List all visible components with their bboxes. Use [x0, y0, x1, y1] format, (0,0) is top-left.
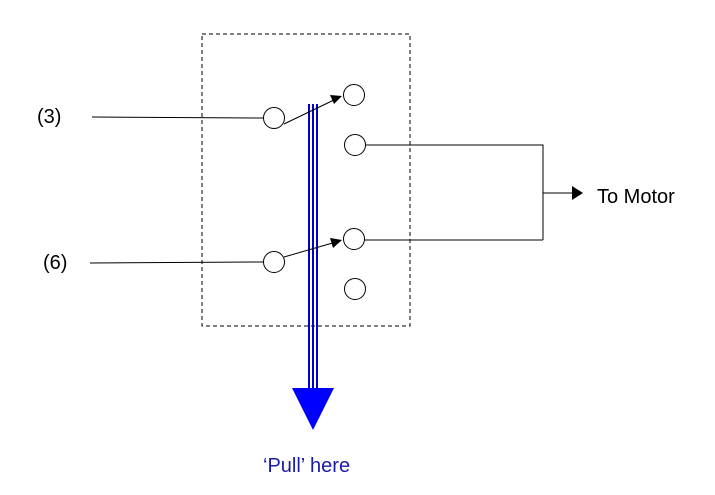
switch-blade-lower — [283, 241, 337, 258]
terminal-pivot-lower — [263, 251, 285, 273]
pull-here-label: ‘Pull’ here — [263, 455, 351, 477]
pull-arrowhead — [292, 388, 334, 430]
pull-rod — [292, 104, 334, 430]
switch-housing — [201, 33, 411, 327]
output-wire-upper — [365, 144, 544, 240]
terminal-contact-3 — [343, 228, 365, 250]
input-label-6: (6) — [43, 252, 68, 274]
motor-arrowhead — [572, 186, 583, 200]
terminal-pivot-upper — [263, 107, 285, 129]
input-label-3: (3) — [37, 106, 62, 128]
input-wire-6 — [89, 261, 264, 264]
blade-arrowhead-lower — [330, 238, 342, 248]
terminal-contact-2 — [344, 134, 366, 156]
terminal-contact-1 — [343, 84, 365, 106]
switch-blade-upper — [283, 98, 337, 125]
to-motor-label: To Motor — [597, 186, 675, 208]
terminal-contact-4 — [344, 278, 366, 300]
input-wire-3 — [91, 116, 264, 119]
blade-arrowhead-upper — [330, 95, 342, 104]
